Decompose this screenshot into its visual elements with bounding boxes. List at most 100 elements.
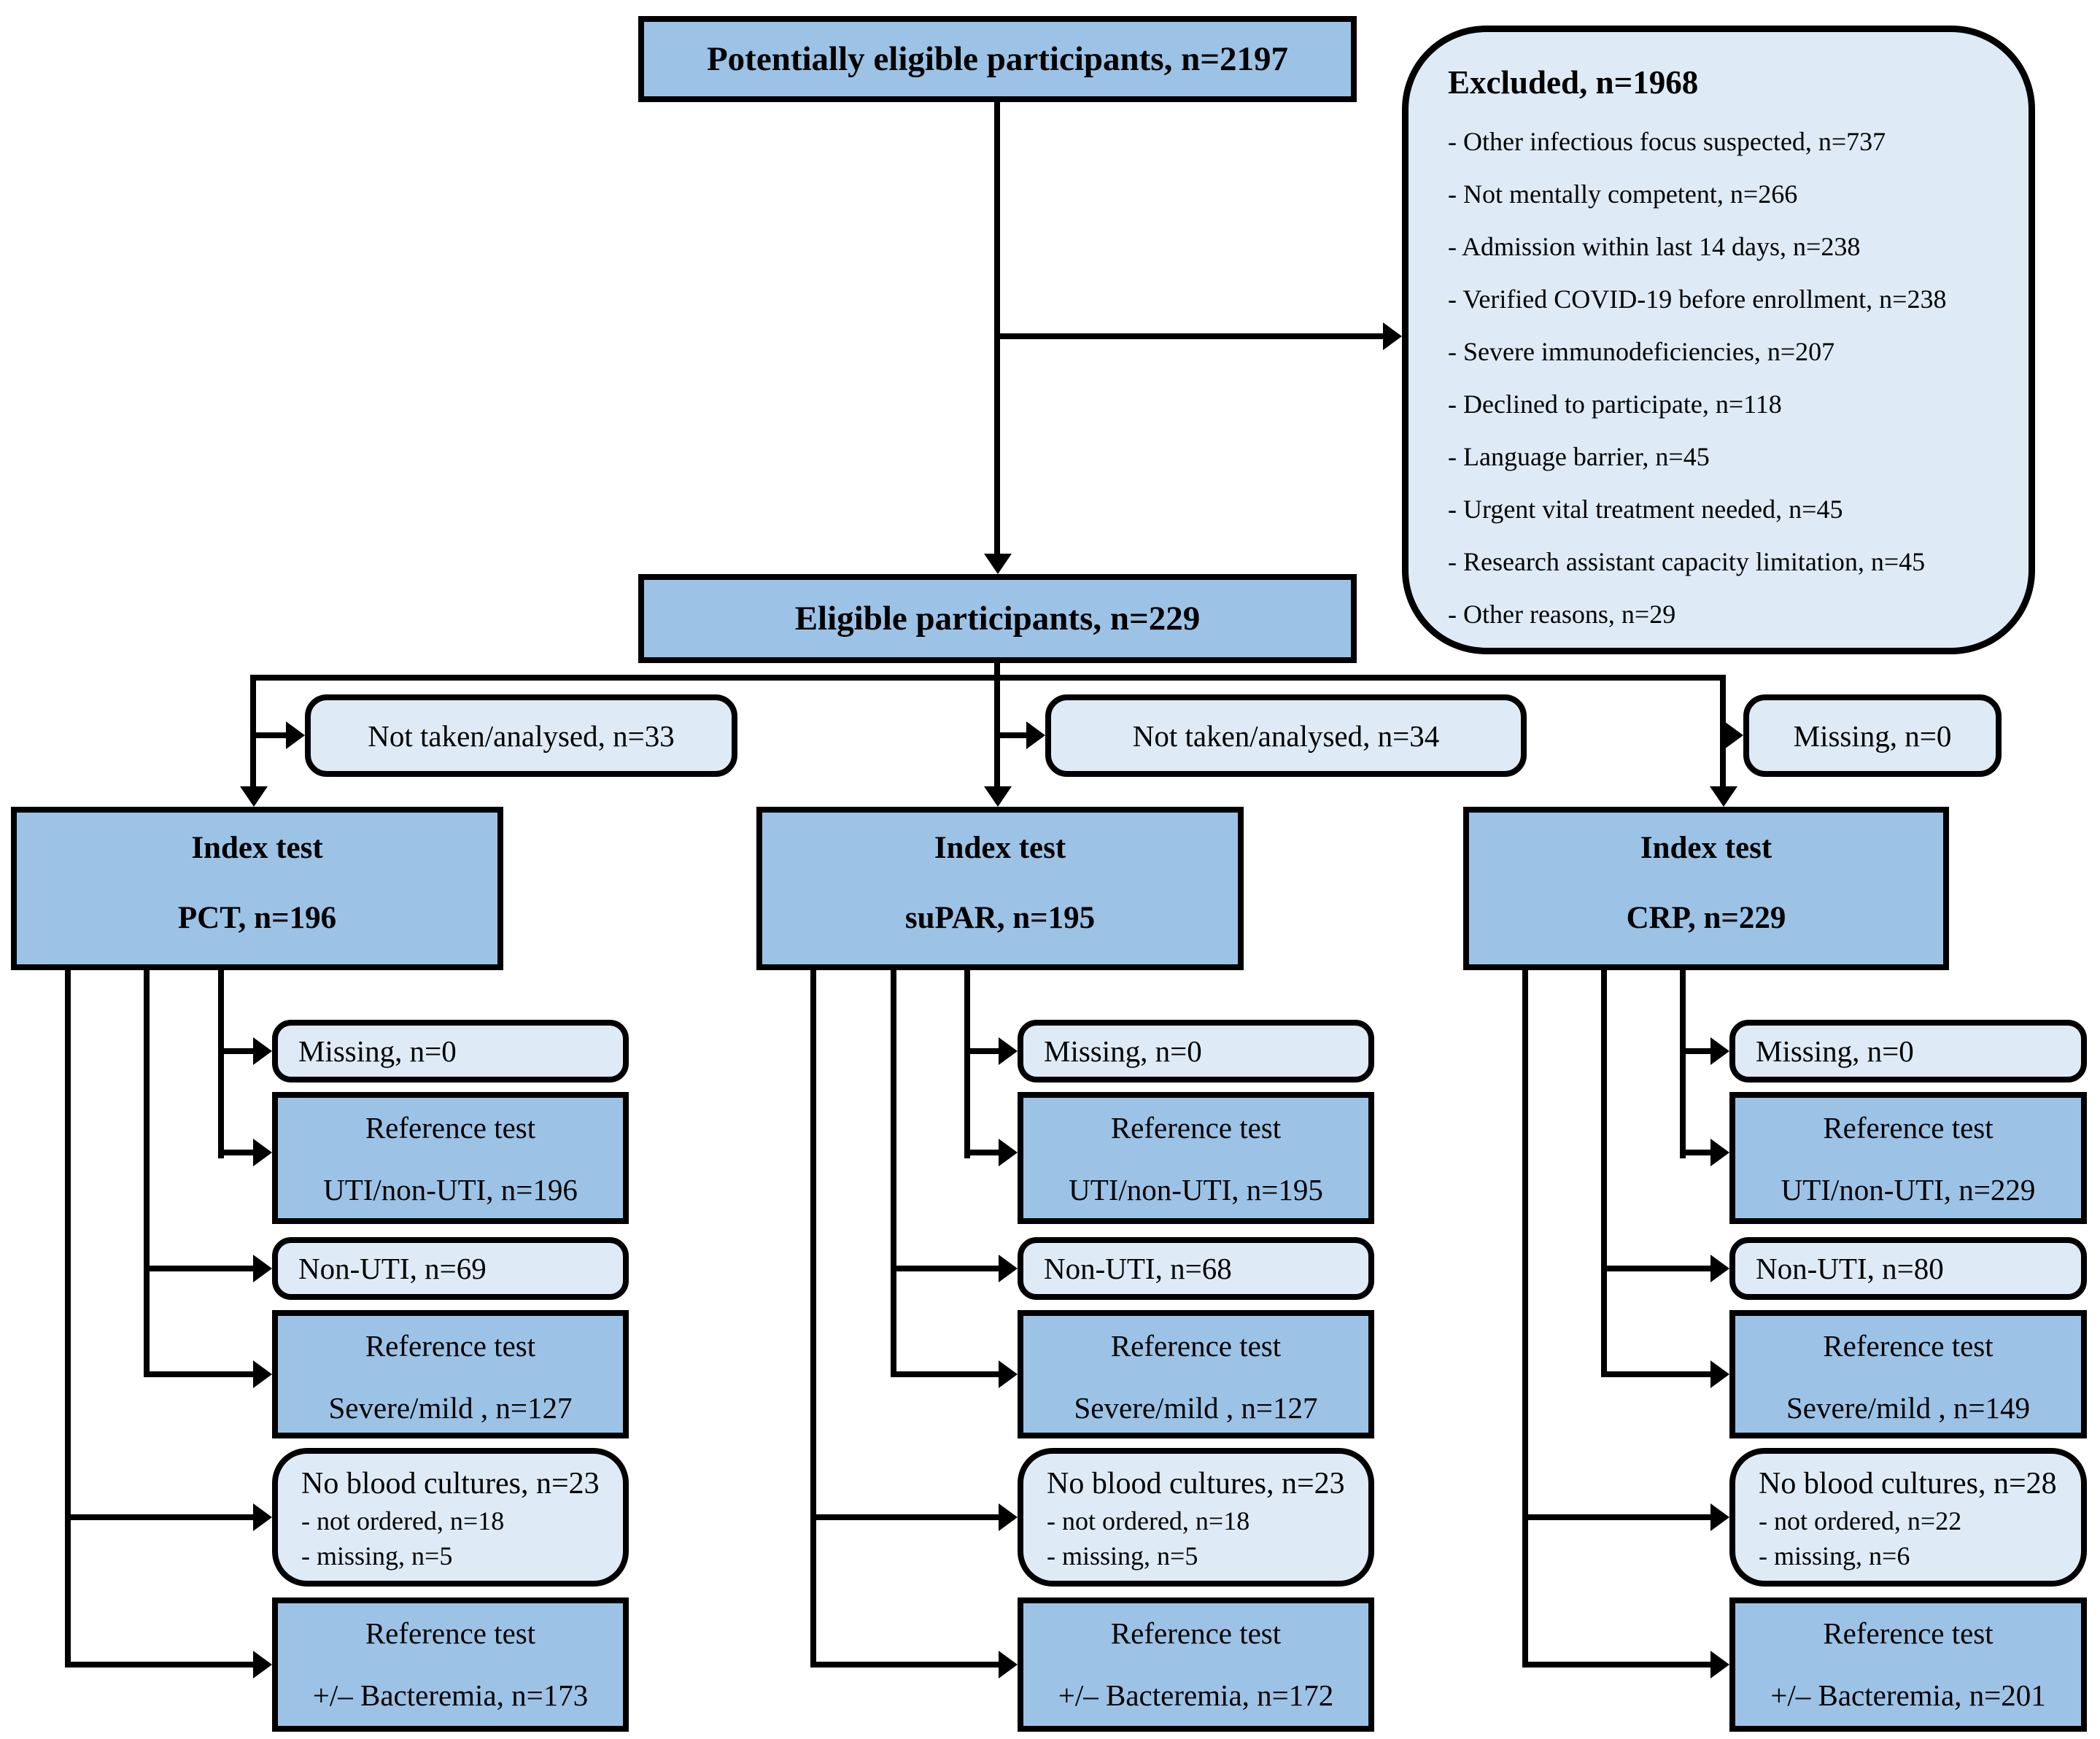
reference-test-label: Reference test <box>1823 1329 1994 1363</box>
index-test-label: Index test <box>1640 831 1772 865</box>
no-blood-cultures-box-pct: No blood cultures, n=23 - not ordered, n… <box>272 1448 629 1587</box>
connector-line <box>218 1048 253 1054</box>
arrow-right-icon <box>1710 1255 1729 1282</box>
arrow-down-icon <box>984 554 1012 574</box>
connector-line <box>1601 970 1607 1377</box>
connector-line <box>1601 1371 1710 1377</box>
excluded-reason: - Not mentally competent, n=266 <box>1448 179 1798 209</box>
arrow-right-icon <box>999 1360 1018 1388</box>
reference-test-label: Reference test <box>1110 1111 1282 1145</box>
reference-test-label: Reference test <box>365 1329 536 1363</box>
connector-line <box>891 970 896 1377</box>
excluded-reason: - Research assistant capacity limitation… <box>1448 547 1926 576</box>
excluded-reason: - Other reasons, n=29 <box>1448 600 1676 629</box>
connector-line <box>144 970 150 1377</box>
connector-line <box>964 1048 999 1054</box>
connector-line <box>1522 1662 1710 1668</box>
no-blood-cultures-item: - not ordered, n=22 <box>1759 1506 1962 1535</box>
arrow-right-icon <box>253 1139 272 1166</box>
index-test-count: suPAR, n=195 <box>904 901 1096 935</box>
potentially-eligible-box: Potentially eligible participants, n=219… <box>638 16 1357 102</box>
reference-test-severity-box-crp: Reference test Severe/mild , n=149 <box>1729 1310 2087 1438</box>
reference-test-severity-box-supar: Reference test Severe/mild , n=127 <box>1018 1310 1374 1438</box>
no-blood-cultures-title: No blood cultures, n=23 <box>1047 1467 1345 1500</box>
reference-test-count: Severe/mild , n=127 <box>1074 1391 1318 1425</box>
connector-line <box>964 970 970 1158</box>
reference-test-uti-box-crp: Reference test UTI/non-UTI, n=229 <box>1729 1092 2087 1224</box>
no-blood-cultures-title: No blood cultures, n=23 <box>301 1467 600 1500</box>
connector-line <box>1522 1514 1710 1520</box>
reference-test-count: UTI/non-UTI, n=229 <box>1781 1173 2036 1207</box>
arrow-down-icon <box>1710 786 1737 807</box>
reference-test-severity-box-pct: Reference test Severe/mild , n=127 <box>272 1310 629 1438</box>
missing-box-crp: Missing, n=0 <box>1729 1020 2087 1082</box>
connector-line <box>810 1514 999 1520</box>
reference-test-count: +/– Bacteremia, n=173 <box>312 1678 589 1712</box>
excluded-reason: - Severe immunodeficiencies, n=207 <box>1448 337 1835 366</box>
connector-line <box>810 1662 999 1668</box>
arrow-right-icon <box>253 1037 272 1065</box>
reference-test-count: +/– Bacteremia, n=201 <box>1770 1678 2046 1712</box>
excluded-box: Excluded, n=1968 - Other infectious focu… <box>1402 26 2035 654</box>
reference-test-count: UTI/non-UTI, n=195 <box>1069 1173 1323 1207</box>
connector-line <box>218 970 224 1158</box>
reference-test-count: Severe/mild , n=127 <box>328 1391 573 1425</box>
reference-test-label: Reference test <box>1823 1616 1994 1650</box>
connector-line <box>1680 1048 1710 1054</box>
arrow-right-icon <box>253 1255 272 1282</box>
arrow-right-icon <box>999 1503 1018 1531</box>
arrow-right-icon <box>999 1255 1018 1282</box>
connector-line <box>218 1150 253 1155</box>
arrow-right-icon <box>1710 1139 1729 1166</box>
connector-line <box>1601 1266 1710 1271</box>
reference-test-bacteremia-box-crp: Reference test +/– Bacteremia, n=201 <box>1729 1597 2087 1732</box>
reference-test-uti-box-supar: Reference test UTI/non-UTI, n=195 <box>1018 1092 1374 1224</box>
reference-test-bacteremia-box-pct: Reference test +/– Bacteremia, n=173 <box>272 1597 629 1732</box>
arrow-right-icon <box>999 1651 1018 1678</box>
connector-line <box>1522 970 1528 1668</box>
eligible-box: Eligible participants, n=229 <box>638 574 1357 663</box>
no-blood-cultures-box-supar: No blood cultures, n=23 - not ordered, n… <box>1018 1448 1374 1587</box>
non-uti-box-supar: Non-UTI, n=68 <box>1018 1237 1374 1300</box>
reference-test-label: Reference test <box>365 1616 536 1650</box>
no-blood-cultures-item: - not ordered, n=18 <box>301 1506 505 1535</box>
excluded-title: Excluded, n=1968 <box>1448 64 1699 101</box>
connector-line <box>250 675 1726 681</box>
connector-line <box>891 1266 999 1271</box>
arrow-right-icon <box>999 1139 1018 1166</box>
arrow-right-icon <box>253 1651 272 1678</box>
arrow-right-icon <box>999 1037 1018 1065</box>
arrow-down-icon <box>240 786 268 807</box>
connector-line <box>144 1266 253 1271</box>
reference-test-label: Reference test <box>365 1111 536 1145</box>
connector-line <box>65 1514 253 1520</box>
reference-test-bacteremia-box-supar: Reference test +/– Bacteremia, n=172 <box>1018 1597 1374 1732</box>
reference-test-label: Reference test <box>1110 1329 1282 1363</box>
reference-test-count: UTI/non-UTI, n=196 <box>323 1173 578 1207</box>
connector-line <box>250 732 286 738</box>
index-test-label: Index test <box>191 831 323 865</box>
arrow-right-icon <box>1710 1360 1729 1388</box>
missing-box-pct: Missing, n=0 <box>272 1020 629 1082</box>
no-blood-cultures-item: - not ordered, n=18 <box>1047 1506 1250 1535</box>
index-test-count: PCT, n=196 <box>177 901 337 935</box>
excluded-reason: - Other infectious focus suspected, n=73… <box>1448 127 1886 156</box>
excluded-reason: - Language barrier, n=45 <box>1448 442 1710 471</box>
arrow-down-icon <box>984 786 1012 807</box>
index-test-count: CRP, n=229 <box>1626 901 1786 935</box>
arrow-right-icon <box>1710 1503 1729 1531</box>
index-test-box-pct: Index test PCT, n=196 <box>11 807 503 970</box>
arrow-right-icon <box>253 1360 272 1388</box>
reference-test-count: +/– Bacteremia, n=172 <box>1058 1678 1334 1712</box>
index-test-box-supar: Index test suPAR, n=195 <box>756 807 1244 970</box>
reference-test-label: Reference test <box>1823 1111 1994 1145</box>
arrow-right-icon <box>1724 721 1743 749</box>
connector-line <box>1680 970 1686 1158</box>
reference-test-count: Severe/mild , n=149 <box>1786 1391 2030 1425</box>
connector-line <box>891 1371 999 1377</box>
connector-line <box>994 333 1383 339</box>
non-uti-box-crp: Non-UTI, n=80 <box>1729 1237 2087 1300</box>
index-test-label: Index test <box>934 831 1066 865</box>
reference-test-label: Reference test <box>1110 1616 1282 1650</box>
